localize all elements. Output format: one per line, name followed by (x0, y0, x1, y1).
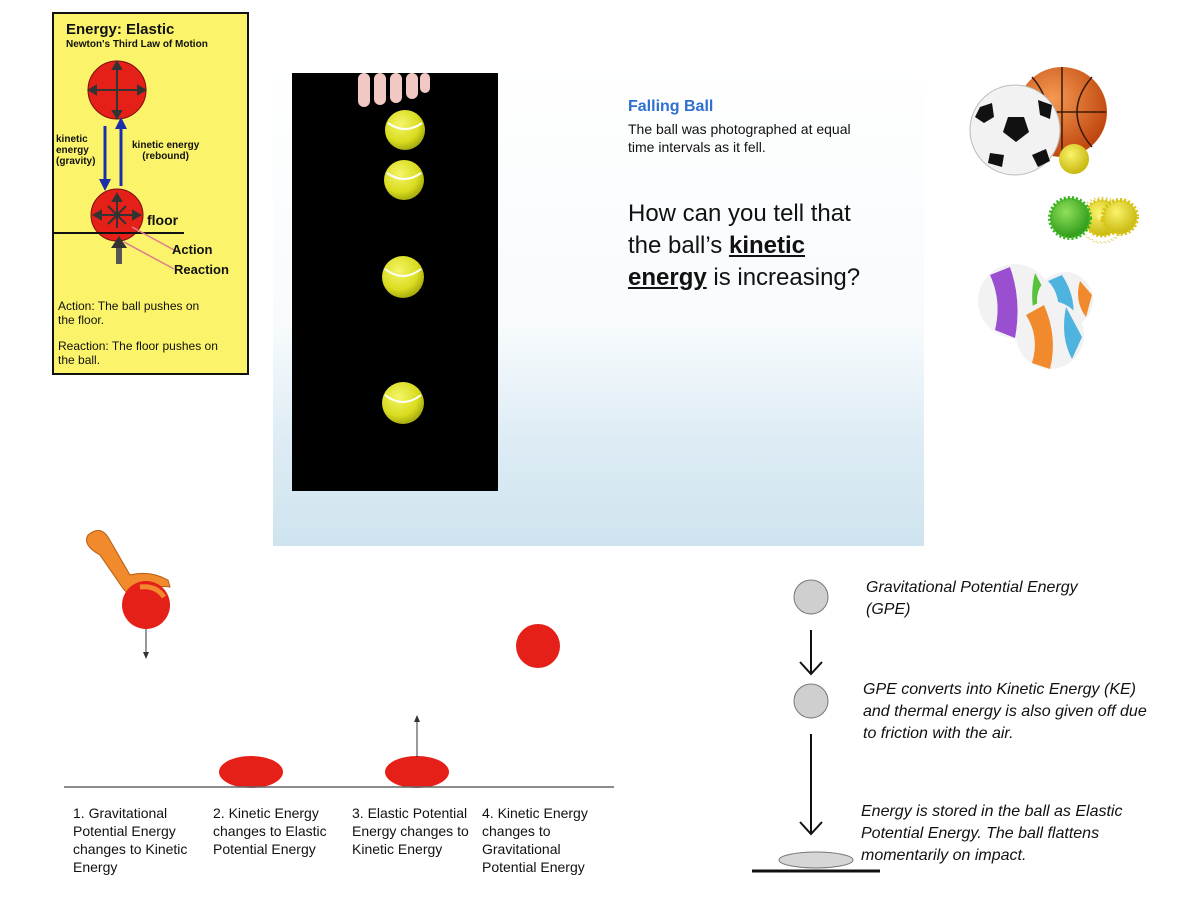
reaction-description: Reaction: The floor pushes on the ball. (58, 339, 218, 367)
gpe-text: Gravitational Potential Energy (GPE) (866, 579, 1078, 618)
gpe-ball (793, 579, 829, 615)
falling-ball-description: The ball was photographed at equal time … (628, 121, 851, 155)
squashed-ball-1 (219, 756, 283, 788)
stage-4-text: 4. Kinetic Energy changes to Gravitation… (482, 805, 588, 875)
green-spiky-ball (1048, 196, 1092, 240)
rebound-ball (516, 624, 560, 668)
elastic-energy-panel: Energy: Elastic Newton's Third Law of Mo… (52, 12, 249, 375)
stage-2-text: 2. Kinetic Energy changes to Elastic Pot… (213, 805, 327, 857)
yellow-spiky-ball (1101, 198, 1139, 236)
reaction-arrow (111, 236, 127, 264)
question-text: How can you tell that the ball’s kinetic… (628, 198, 878, 294)
bounce-stages-diagram (64, 530, 614, 788)
stage-1-text: 1. Gravitational Potential Energy change… (73, 805, 188, 875)
sports-balls-illustration (969, 67, 1139, 369)
ke-text: GPE converts into Kinetic Energy (KE) an… (863, 681, 1147, 742)
question-pre: How can you tell that the ball’s (628, 200, 851, 259)
action-label: Action (172, 242, 213, 257)
panel-subtitle: Newton's Third Law of Motion (66, 39, 208, 50)
falling-ball-slide: Falling Ball The ball was photographed a… (273, 58, 924, 546)
elastic-text: Energy is stored in the ball as Elastic … (861, 803, 1123, 864)
elastic-diagram (54, 59, 184, 270)
action-description: Action: The ball pushes on the floor. (58, 299, 200, 327)
tennis-ball-3 (382, 256, 424, 298)
top-ball-cross-arrows (86, 59, 148, 121)
beach-balls (978, 264, 1093, 369)
question-post: is increasing? (713, 264, 861, 291)
floor-label: floor (147, 212, 179, 228)
tennis-ball-4 (382, 382, 424, 424)
falling-ball-title: Falling Ball (628, 98, 714, 115)
soccer-ball (969, 84, 1061, 176)
down-arrow (99, 126, 111, 191)
arrow-down-1 (799, 630, 823, 676)
reaction-label: Reaction (174, 262, 229, 277)
tennis-ball-1 (385, 110, 425, 150)
ke-gravity-label: kinetic energy (gravity) (56, 134, 96, 167)
bottom-ball-arrows (91, 191, 143, 228)
falling-ball-photo (292, 73, 498, 491)
small-yellow-ball (1059, 144, 1089, 174)
squashed-ball-2 (385, 756, 449, 788)
strobe-photo (358, 73, 430, 424)
question-bold: kinetic energy (628, 232, 805, 291)
energy-flow-diagram (752, 579, 880, 873)
panel-title: Energy: Elastic (66, 21, 175, 38)
flattened-ball (778, 851, 854, 869)
arrow-down-2 (799, 734, 823, 836)
hand-image (358, 73, 430, 107)
stage-3-text: 3. Elastic Potential Energy changes to K… (352, 805, 469, 857)
ke-ball (793, 683, 829, 719)
tennis-ball-2 (384, 160, 424, 200)
up-arrow (115, 117, 127, 186)
ke-rebound-label: kinetic energy (rebound) (132, 140, 200, 162)
